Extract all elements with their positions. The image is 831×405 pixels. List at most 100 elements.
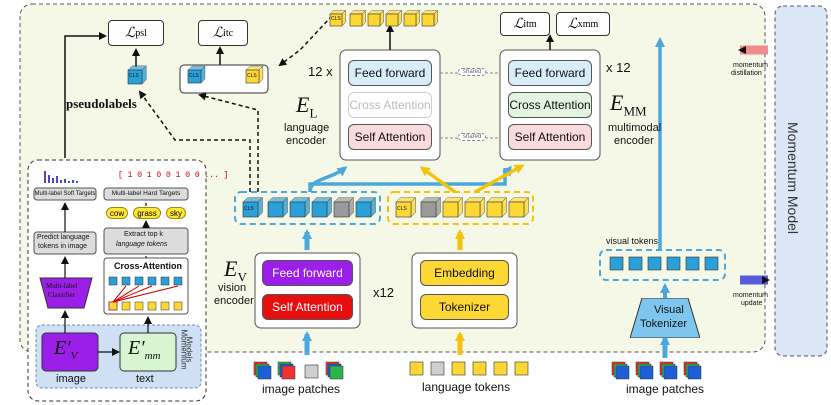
lang-output-token-1 (367, 9, 385, 27)
word-grass: grass (133, 207, 161, 219)
visual-tokenizer-block: Visual Tokenizer (629, 297, 701, 339)
classifier-line2: Classifier (48, 291, 75, 299)
lang-encoder-symbol-sub: L (309, 105, 318, 121)
vision-cls-token (242, 196, 264, 218)
language-token-0 (420, 196, 442, 218)
image-patches-right-label: image patches (626, 382, 705, 396)
hard-targets-label: Multi-label Hard Targets (111, 190, 181, 197)
image-patches-left-label: image patches (262, 382, 341, 396)
itc-language-cls (245, 65, 264, 84)
word-sky: sky (166, 207, 186, 219)
lang-output-token-4 (421, 9, 439, 27)
mm-repeat-label: x 12 (606, 60, 631, 75)
itm-loss-sub: itm (523, 18, 537, 30)
itc-vision-cls-cls-text: CLS (189, 72, 199, 79)
cross-attention-grid (108, 276, 183, 311)
visual-token-1 (628, 256, 643, 271)
vision-encoder-symbol-sub: V (237, 269, 247, 285)
lang-repeat-label: 12 x (308, 64, 333, 79)
mm-encoder-symbol: EMM (610, 90, 647, 119)
lang-encoder-name-2: encoder (286, 135, 326, 147)
momentum-model-label: Momentum Model (785, 121, 802, 235)
vision-feed-forward-block: Feed forward (262, 260, 353, 286)
soft-targets-box (33, 187, 97, 201)
visual-token-0 (609, 256, 624, 271)
ev-prime-sub: V (70, 350, 78, 362)
emm-prime-sub: mm (144, 350, 161, 362)
vision-token-2 (311, 196, 333, 218)
soft-targets-label: Multi-label Soft Targets (34, 191, 96, 197)
psl-cls-token-cls-text: CLS (129, 73, 139, 79)
visual-token-row (599, 249, 726, 281)
language-cls-token-cls-text: CLS (397, 205, 407, 212)
psl-cls-token (127, 65, 147, 85)
lang-output-cls-cls-text: CLS (331, 16, 341, 22)
momentum-model-panel (774, 5, 828, 357)
lang-encoder-name-1: language (284, 122, 330, 134)
language-token-4 (508, 196, 530, 218)
classifier-trapezoid (39, 277, 93, 309)
vision-token-row (234, 191, 381, 225)
token-cubes (127, 9, 719, 380)
binary-vector-label: [ 1 0 1 0 0 1 0 0 ... ] (118, 171, 229, 180)
image-patch-0-layer-2 (257, 365, 272, 380)
pseudolabels-label: pseudolabels (66, 96, 137, 111)
predict-line1: Predict language (37, 234, 90, 241)
lang-to-language-arrow (419, 166, 457, 194)
embedding-block: Embedding (420, 260, 509, 286)
psl-loss-symbol: ℒ (125, 25, 136, 41)
vision-cls-to-itc-arrow (198, 92, 259, 192)
lang-output-token-2 (385, 9, 403, 27)
right-image-patch-1-layer-2 (639, 365, 654, 380)
vision-token-3 (333, 196, 355, 218)
psl-loss-sub: psl (135, 27, 147, 39)
classifier-line1: Multi-label (46, 282, 78, 290)
itc-language-cls-cls-text: CLS (247, 72, 257, 79)
lang-encoder-symbol-e: E (296, 92, 310, 117)
mm-encoder-symbol-e: E (610, 90, 624, 115)
momentum-distillation-line2: distillation (731, 70, 762, 77)
lang-to-multimodal-arrow (474, 164, 525, 194)
extract-line2: language tokens (116, 241, 168, 248)
emm-prime-label: E′mm (128, 337, 160, 362)
language-input-token-1 (430, 361, 445, 376)
extract-line1: Extract top k (124, 231, 163, 238)
mm-encoder-name-2: encoder (614, 135, 654, 147)
vision-token-0 (267, 196, 289, 218)
visual-token-3 (666, 256, 681, 271)
right-image-patch-3-layer-2 (687, 365, 702, 380)
language-input-token-2 (451, 361, 466, 376)
visual-tokenizer-line2: Tokenizer (640, 318, 688, 330)
mm-cross-attention-block: Cross Attention (508, 92, 592, 118)
image-patch-1-layer-2 (281, 365, 296, 380)
ev-prime-symbol: E′ (54, 337, 71, 359)
vision-encoder-symbol-e: E (224, 256, 238, 281)
shared-label-bottom: shared (458, 133, 487, 141)
language-token-row (387, 191, 534, 225)
itc-loss-symbol: ℒ (212, 25, 224, 41)
language-input-token-0 (409, 361, 424, 376)
vision-encoder-name-1: vision (218, 282, 247, 294)
language-token-2 (464, 196, 486, 218)
lang-output-token-3 (403, 9, 421, 27)
vision-encoder-symbol: EV (224, 256, 247, 285)
language-input-token-4 (493, 361, 508, 376)
right-image-patch-0-layer-2 (615, 365, 630, 380)
vision-encoder-name-2: encoder (214, 295, 254, 307)
lang-cross-attention-block: Cross Attention (348, 92, 432, 118)
ev-prime-label: E′V (54, 337, 77, 362)
mm-encoder-name-1: multimodal (608, 122, 662, 134)
language-input-token-3 (472, 361, 487, 376)
inset-image-label: image (56, 373, 86, 385)
vision-self-attention-block: Self Attention (262, 294, 353, 320)
image-patch-3-layer-2 (329, 365, 344, 380)
vision-cls-to-psl-arrow (138, 90, 251, 192)
vision-repeat-label: x12 (373, 285, 394, 300)
momentum-update-line2: update (741, 300, 763, 307)
vision-token-4 (355, 196, 377, 218)
tokenizer-block: Tokenizer (420, 294, 509, 320)
visual-token-5 (704, 256, 719, 271)
language-tokens-label: language tokens (422, 380, 511, 394)
